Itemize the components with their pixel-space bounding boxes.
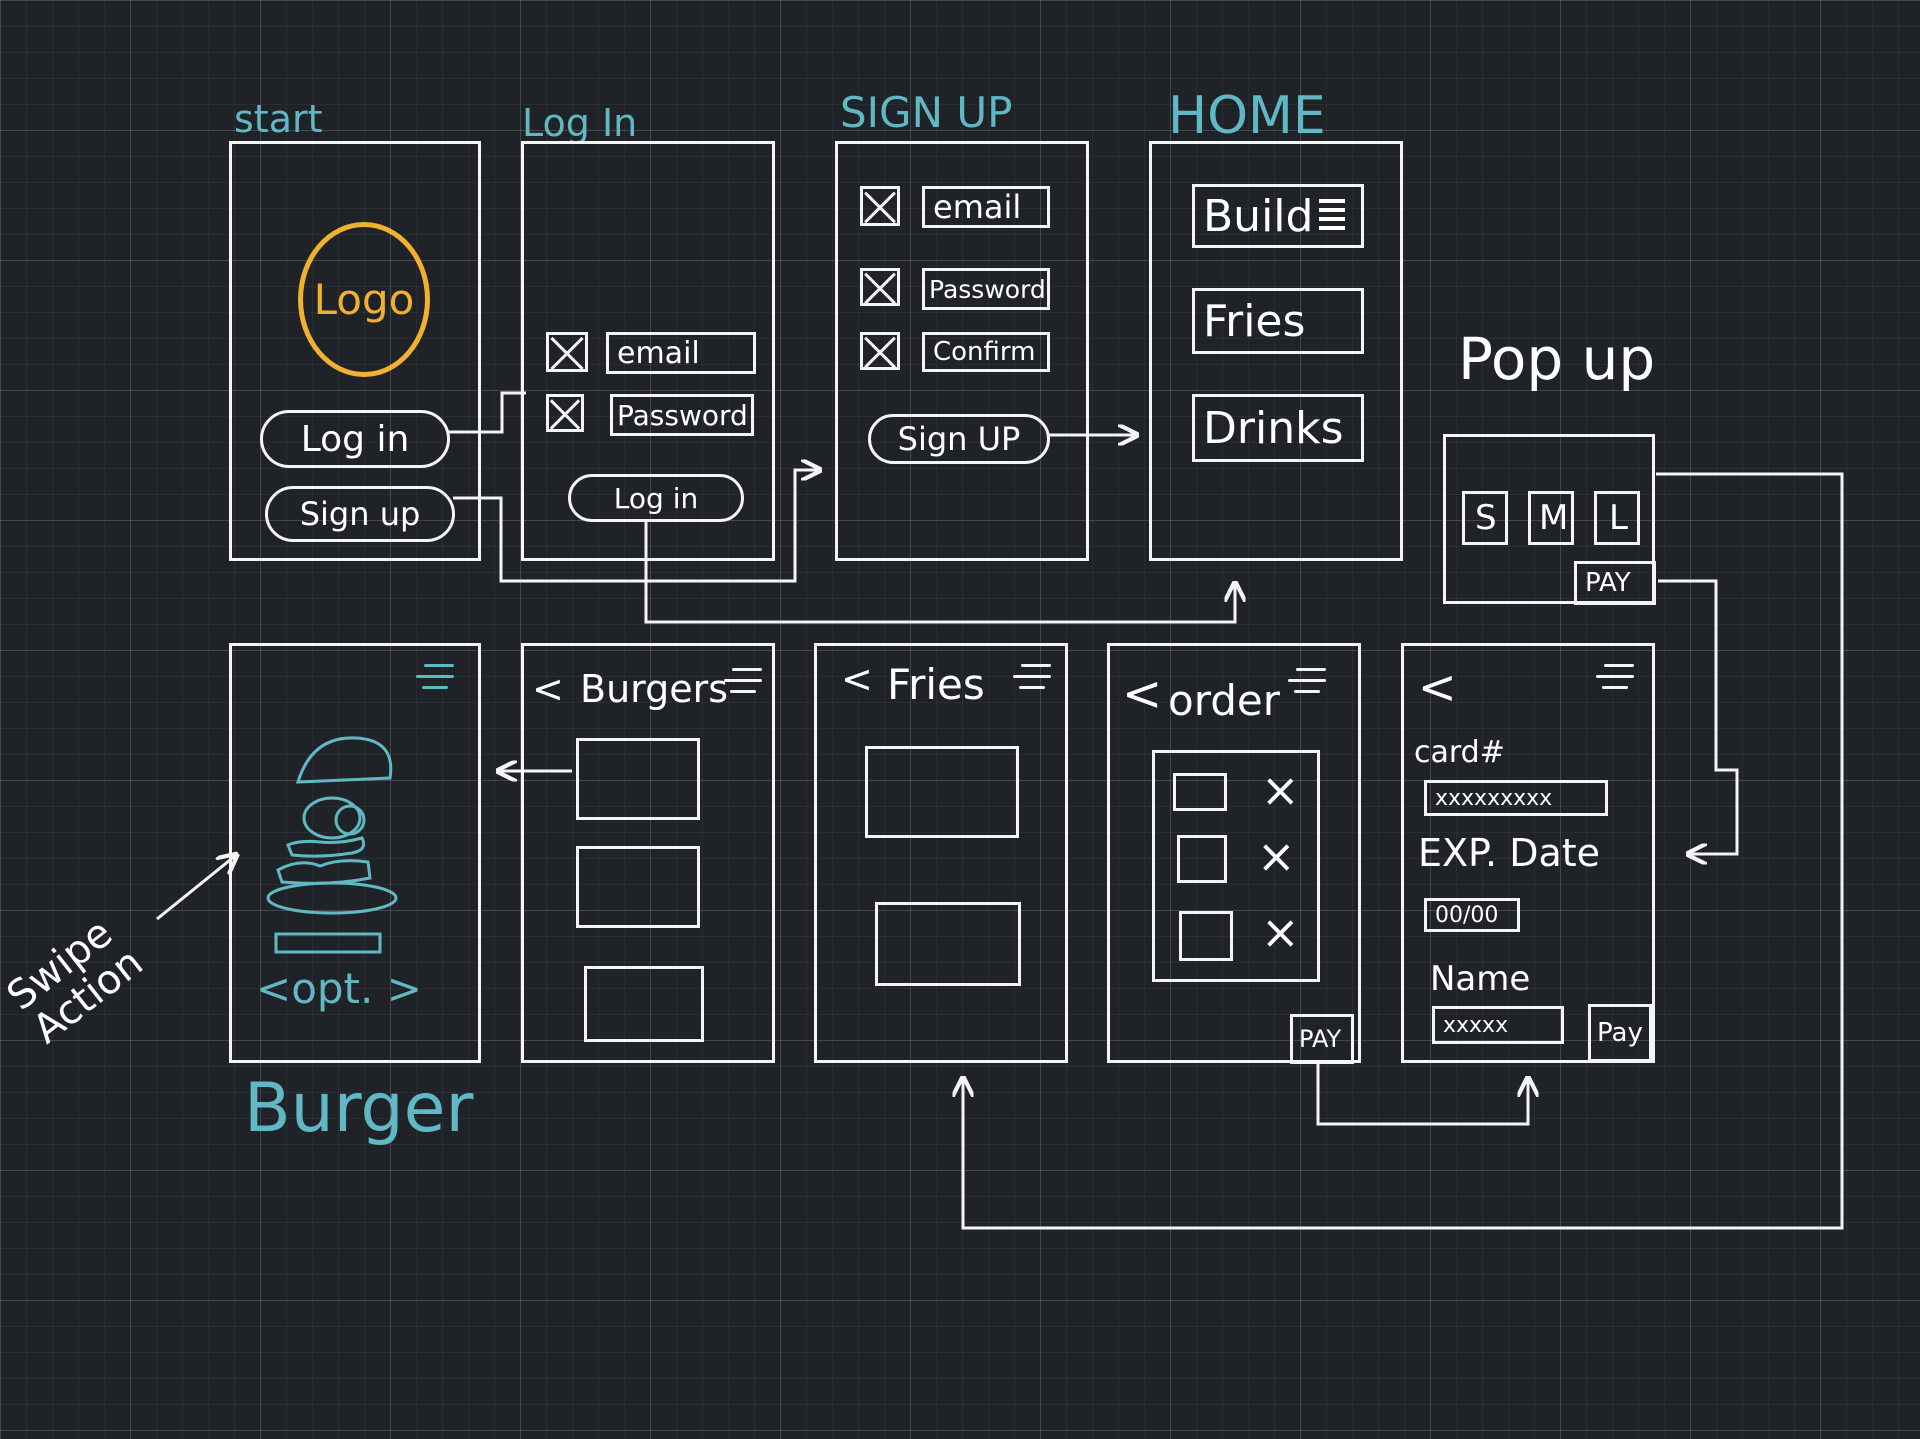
menu-icon[interactable] bbox=[1288, 668, 1328, 694]
burgers-back-button[interactable]: < bbox=[532, 667, 564, 711]
confirm-icon-placeholder bbox=[860, 332, 900, 370]
signup-password-field[interactable]: Password bbox=[922, 268, 1050, 310]
email-icon-placeholder bbox=[860, 186, 900, 226]
arrow-popup-to-payment bbox=[1658, 579, 1739, 854]
name-label: Name bbox=[1430, 959, 1531, 999]
exp-date-field[interactable]: 00/00 bbox=[1424, 898, 1520, 932]
card-number-label: card# bbox=[1414, 735, 1505, 770]
label-start: start bbox=[234, 97, 323, 141]
burger-item-card[interactable] bbox=[584, 966, 704, 1042]
start-signup-button[interactable]: Sign up bbox=[265, 486, 455, 542]
label-login: Log In bbox=[522, 101, 638, 145]
home-fries-button[interactable]: Fries bbox=[1192, 288, 1364, 354]
burger-illustration bbox=[266, 736, 398, 954]
signup-button[interactable]: Sign UP bbox=[868, 414, 1050, 464]
payment-pay-button[interactable]: Pay bbox=[1588, 1004, 1652, 1062]
menu-icon[interactable] bbox=[1596, 664, 1636, 690]
logo: Logo bbox=[298, 222, 430, 377]
popup-pay-button[interactable]: PAY bbox=[1574, 561, 1656, 605]
size-medium-button[interactable]: M bbox=[1528, 491, 1574, 545]
menu-icon[interactable] bbox=[1013, 664, 1053, 690]
order-item-list: × × × bbox=[1152, 750, 1320, 982]
burger-item-card[interactable] bbox=[576, 738, 700, 820]
order-pay-button[interactable]: PAY bbox=[1290, 1014, 1354, 1064]
size-small-button[interactable]: S bbox=[1462, 491, 1508, 545]
order-item-checkbox[interactable] bbox=[1173, 773, 1227, 811]
arrow-start-login-to-login bbox=[448, 391, 526, 434]
arrow-login-to-home bbox=[644, 521, 1235, 624]
label-popup: Pop up bbox=[1458, 325, 1656, 393]
signup-confirm-field[interactable]: Confirm bbox=[922, 332, 1050, 372]
name-field[interactable]: xxxxx bbox=[1432, 1006, 1564, 1044]
logo-text: Logo bbox=[313, 275, 415, 324]
arrow-order-to-payment bbox=[1316, 1062, 1528, 1126]
payment-back-button[interactable]: < bbox=[1418, 660, 1457, 714]
label-burger: Burger bbox=[244, 1069, 474, 1148]
fries-item-card[interactable] bbox=[865, 746, 1019, 838]
login-button[interactable]: Log in bbox=[568, 474, 744, 522]
login-email-field[interactable]: email bbox=[606, 332, 756, 374]
burger-option-selector[interactable]: <opt. > bbox=[256, 964, 422, 1013]
card-number-field[interactable]: xxxxxxxxx bbox=[1424, 780, 1608, 816]
arrow-swipe-action bbox=[156, 856, 235, 921]
fries-screen: < Fries bbox=[814, 643, 1068, 1063]
start-login-button[interactable]: Log in bbox=[260, 410, 450, 468]
remove-item-icon[interactable]: × bbox=[1261, 905, 1300, 959]
arrow-popup-to-fries bbox=[963, 472, 1844, 1230]
remove-item-icon[interactable]: × bbox=[1261, 763, 1300, 817]
remove-item-icon[interactable]: × bbox=[1257, 829, 1296, 883]
home-build-label: Build bbox=[1203, 190, 1314, 242]
exp-date-label: EXP. Date bbox=[1418, 831, 1601, 875]
home-drinks-button[interactable]: Drinks bbox=[1192, 394, 1364, 462]
start-screen: Logo Log in Sign up bbox=[229, 141, 481, 561]
popup-screen: S M L PAY bbox=[1443, 434, 1656, 605]
password-icon-placeholder bbox=[546, 394, 584, 432]
order-title: order bbox=[1168, 676, 1280, 725]
email-icon-placeholder bbox=[546, 332, 588, 372]
fries-item-card[interactable] bbox=[875, 902, 1021, 986]
order-screen: < order × × × PAY bbox=[1107, 643, 1361, 1064]
order-item-checkbox[interactable] bbox=[1179, 911, 1233, 961]
login-screen: email Password Log in bbox=[521, 141, 775, 561]
menu-icon[interactable] bbox=[724, 668, 764, 694]
burger-item-card[interactable] bbox=[576, 846, 700, 928]
burgers-title: Burgers bbox=[580, 667, 729, 711]
login-password-field[interactable]: Password bbox=[610, 394, 754, 436]
menu-icon[interactable] bbox=[416, 664, 456, 690]
size-large-button[interactable]: L bbox=[1594, 491, 1640, 545]
home-build-button[interactable]: Build bbox=[1192, 184, 1364, 248]
fries-back-button[interactable]: < bbox=[841, 657, 873, 701]
burger-stack-icon bbox=[1319, 199, 1346, 233]
signup-screen: email Password Confirm Sign UP bbox=[835, 141, 1089, 561]
arrow-start-signup-to-signup bbox=[453, 470, 818, 583]
order-back-button[interactable]: < bbox=[1122, 666, 1163, 722]
order-item-checkbox[interactable] bbox=[1177, 835, 1227, 883]
fries-title: Fries bbox=[887, 660, 985, 709]
payment-screen: < card# xxxxxxxxx EXP. Date 00/00 Name x… bbox=[1401, 643, 1655, 1063]
burgers-screen: < Burgers bbox=[521, 643, 775, 1063]
burger-screen: <opt. > bbox=[229, 643, 481, 1063]
label-signup: SIGN UP bbox=[840, 88, 1013, 137]
home-screen: Build Fries Drinks bbox=[1149, 141, 1403, 561]
signup-email-field[interactable]: email bbox=[922, 186, 1050, 228]
password-icon-placeholder bbox=[860, 268, 900, 306]
label-home: HOME bbox=[1168, 86, 1326, 146]
